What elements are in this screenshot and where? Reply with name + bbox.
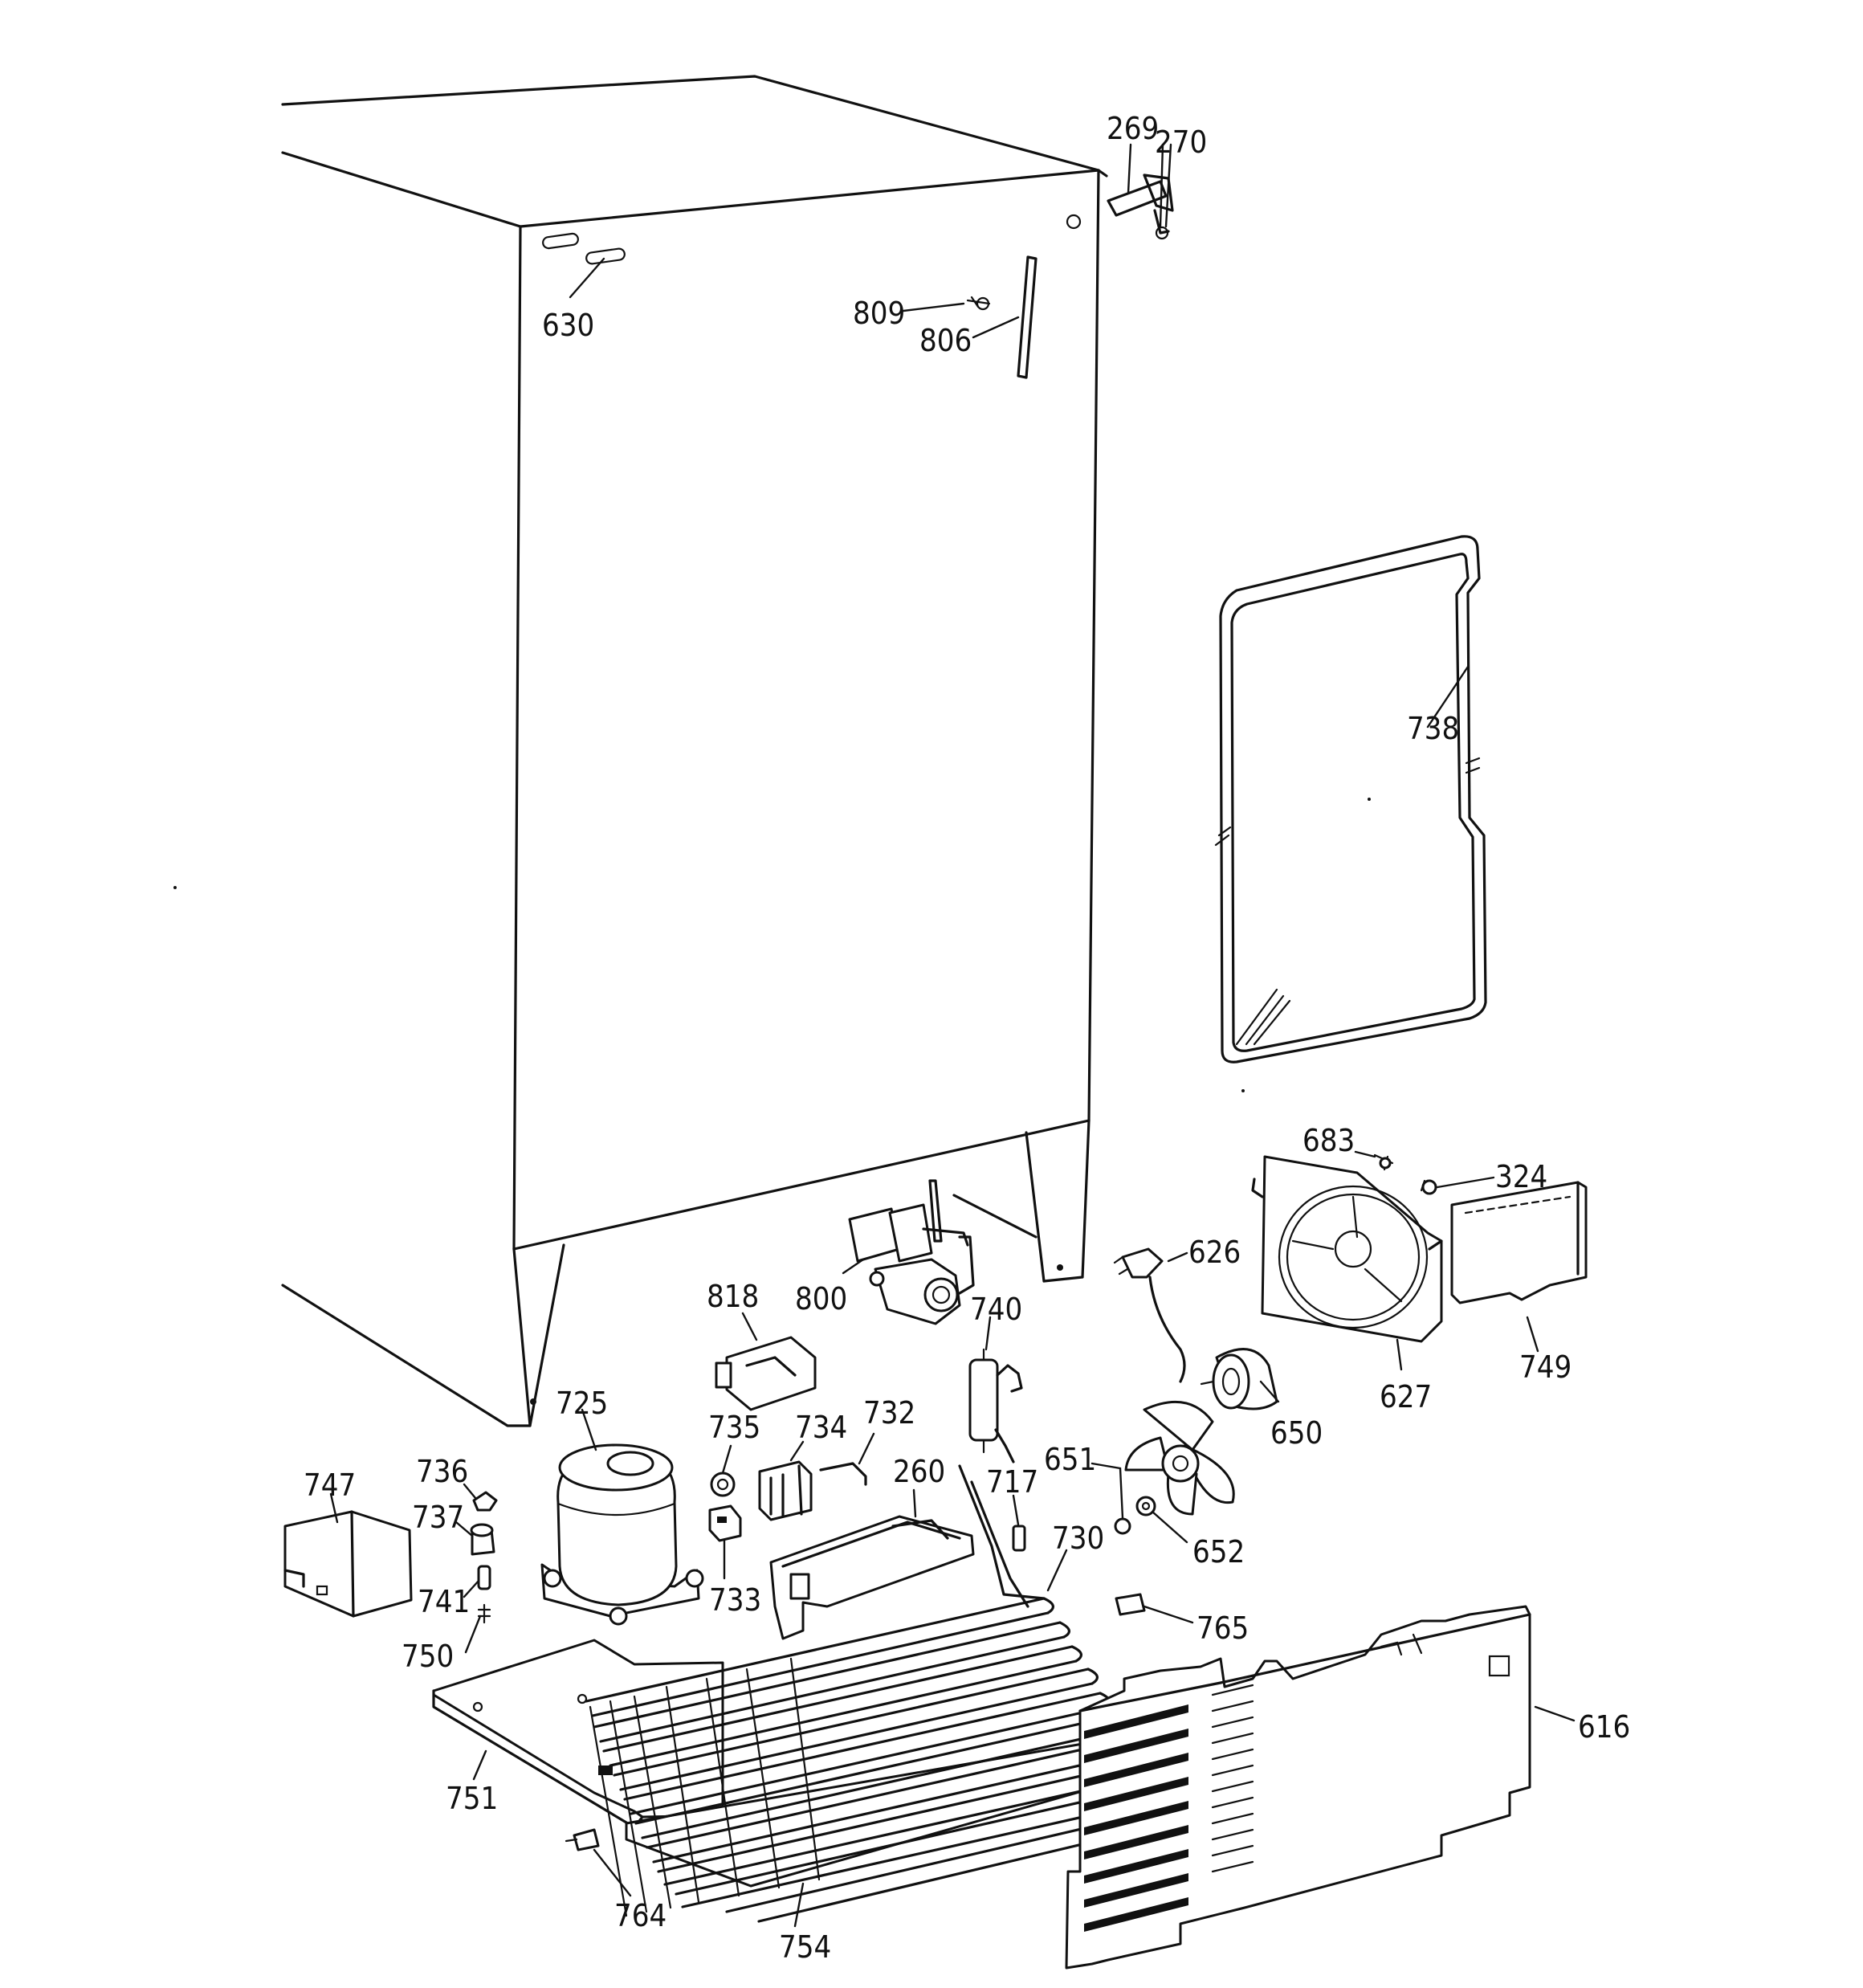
label-732: 732 <box>863 1395 915 1431</box>
fan-motor-650 <box>1200 1348 1278 1410</box>
fan-blade-651 <box>1124 1400 1235 1516</box>
label-736: 736 <box>416 1454 468 1489</box>
fan-housing-627 <box>1251 1155 1443 1343</box>
bracket-818 <box>715 1336 817 1411</box>
washer-652 <box>1135 1496 1156 1517</box>
screw-809 <box>966 296 991 311</box>
cover-747 <box>283 1510 413 1618</box>
label-749: 749 <box>1519 1349 1572 1385</box>
leader-lines <box>329 143 1576 1928</box>
label-652: 652 <box>1192 1534 1245 1570</box>
label-725: 725 <box>556 1386 608 1421</box>
water-valve-800 <box>848 1179 975 1325</box>
grommet-735 <box>710 1472 736 1497</box>
label-734: 734 <box>795 1410 847 1445</box>
label-626: 626 <box>1188 1235 1241 1270</box>
label-738: 738 <box>1407 711 1459 746</box>
label-269: 269 <box>1107 111 1159 146</box>
refrigerator-cabinet <box>281 75 1108 1427</box>
label-270: 270 <box>1155 125 1207 160</box>
compressor-725 <box>540 1443 704 1626</box>
label-733: 733 <box>709 1582 761 1618</box>
capacitor-740 <box>968 1348 1023 1463</box>
label-260: 260 <box>893 1454 945 1489</box>
clip-764 <box>565 1828 600 1851</box>
label-735: 735 <box>708 1410 760 1445</box>
screw-324 <box>1420 1179 1437 1195</box>
label-324: 324 <box>1495 1159 1547 1194</box>
drain-pan-260 <box>769 1515 975 1640</box>
label-809: 809 <box>853 296 905 331</box>
label-616: 616 <box>1578 1709 1630 1745</box>
label-651: 651 <box>1044 1442 1096 1477</box>
label-717: 717 <box>986 1464 1038 1500</box>
label-650: 650 <box>1270 1415 1323 1451</box>
sleeve-741 <box>477 1565 491 1590</box>
label-683: 683 <box>1302 1123 1355 1158</box>
label-740: 740 <box>970 1292 1022 1327</box>
label-806: 806 <box>919 323 972 358</box>
relay-733 <box>708 1504 742 1542</box>
grille-616 <box>1065 1605 1531 1970</box>
label-765: 765 <box>1196 1610 1249 1646</box>
hinge-269 <box>1107 173 1174 240</box>
label-764: 764 <box>614 1898 667 1933</box>
grommet-737 <box>470 1523 495 1556</box>
strip-806 <box>1017 255 1037 379</box>
clip-765 <box>1115 1593 1146 1616</box>
label-750: 750 <box>402 1639 454 1674</box>
overload-734 <box>758 1460 813 1521</box>
nut-651 <box>1114 1517 1131 1535</box>
clip-732 <box>819 1462 867 1486</box>
label-627: 627 <box>1380 1379 1432 1414</box>
power-cord-626 <box>1113 1247 1186 1383</box>
label-741: 741 <box>418 1584 470 1619</box>
label-800: 800 <box>795 1281 847 1316</box>
slot-630 <box>542 232 626 265</box>
clip-736 <box>472 1491 498 1512</box>
door-gasket-738 <box>1214 535 1487 1063</box>
label-751: 751 <box>446 1781 498 1816</box>
screw-683 <box>1373 1153 1394 1171</box>
screw-750 <box>477 1603 491 1624</box>
label-754: 754 <box>779 1929 831 1965</box>
cover-749 <box>1450 1181 1588 1304</box>
label-630: 630 <box>542 308 594 343</box>
label-730: 730 <box>1052 1521 1104 1556</box>
label-747: 747 <box>304 1468 356 1503</box>
part-717 <box>1012 1525 1026 1552</box>
label-818: 818 <box>707 1279 759 1314</box>
callout-labels: 269 270 630 809 806 738 683 324 626 818 … <box>304 111 1630 1965</box>
label-737: 737 <box>412 1500 464 1535</box>
